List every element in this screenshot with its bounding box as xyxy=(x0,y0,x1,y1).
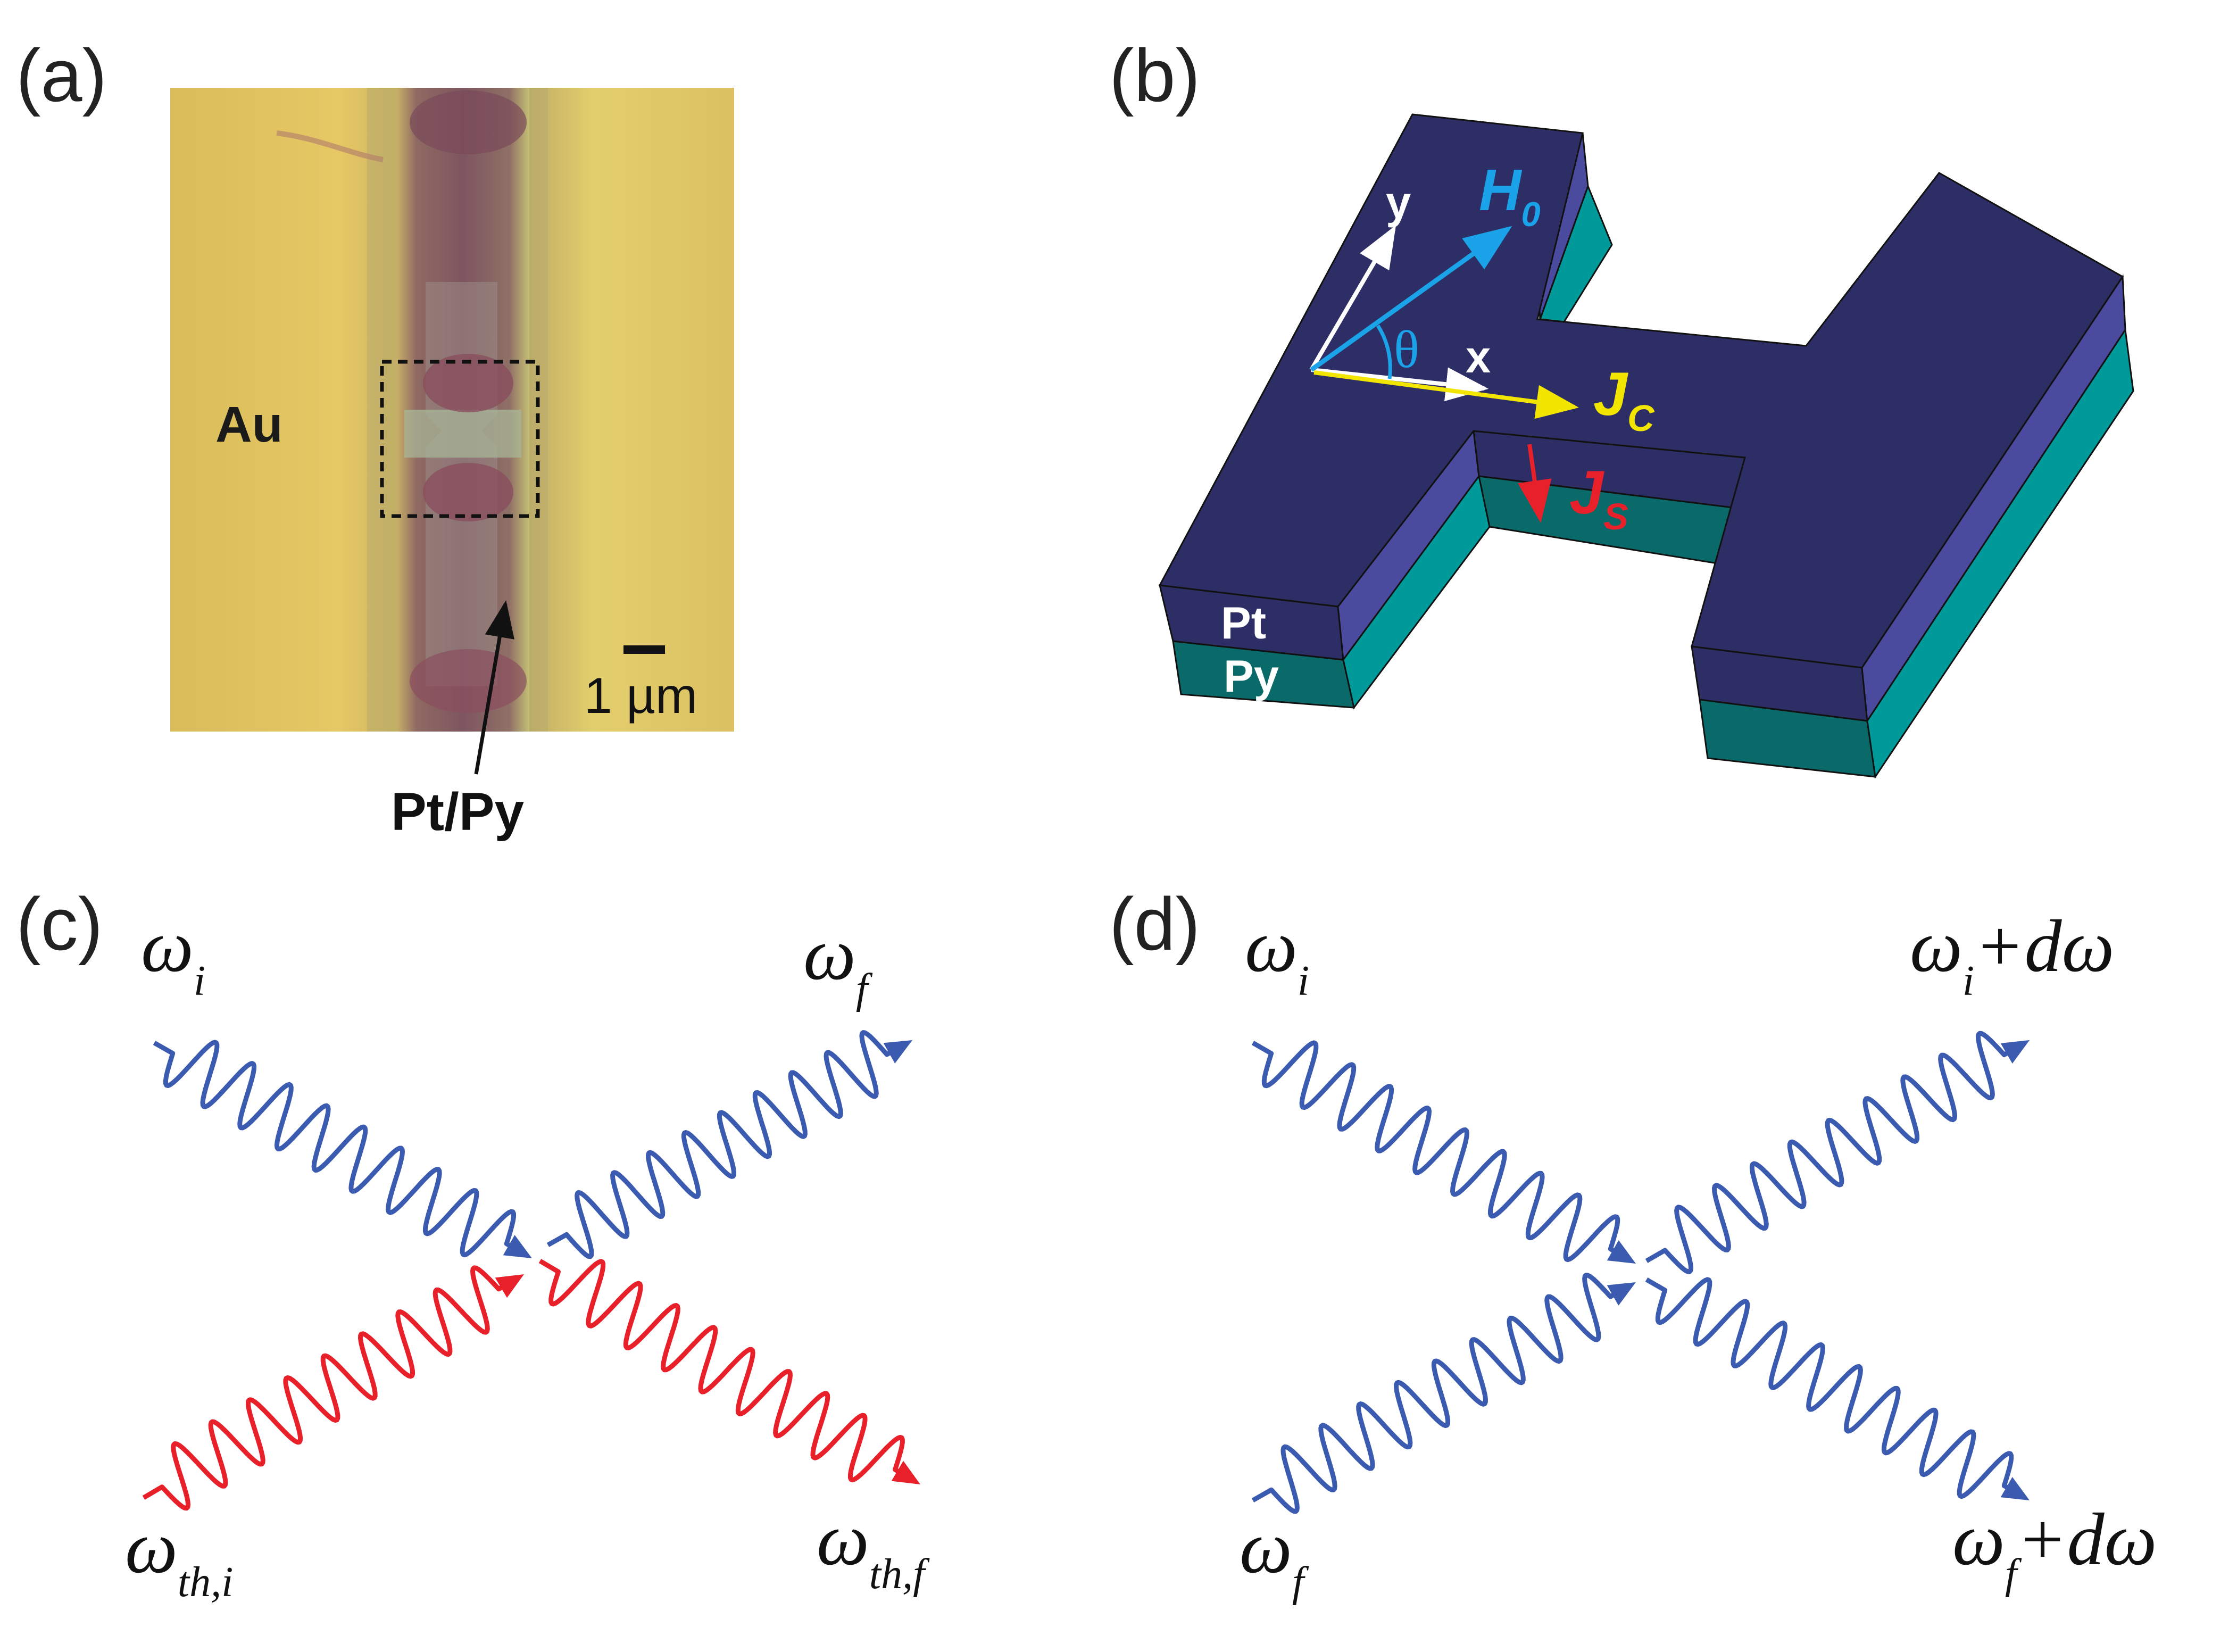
jc-arrow xyxy=(1313,370,1579,419)
d-omega-i-out-main: ω xyxy=(1910,905,1962,987)
d-wave-omega-i-out xyxy=(1645,1031,2013,1274)
c-wave-omega-i-arrowhead xyxy=(503,1235,532,1258)
c-wave-omega-th-f-arrowhead xyxy=(891,1460,920,1484)
c-omega-th-f-sub: th,f xyxy=(869,1551,930,1598)
c-omega-th-i-main: ω xyxy=(125,1506,178,1589)
js-arrow xyxy=(1518,444,1552,523)
panel-a-label: (a) xyxy=(16,34,107,117)
panel-d-label: (d) xyxy=(1109,882,1200,966)
d-omega-f: ωf xyxy=(1240,1506,1309,1606)
panel-b: (b) y x H0 θ JC J xyxy=(1109,34,2134,779)
region-of-interest-box xyxy=(380,360,540,518)
c-omega-f: ωf xyxy=(803,913,873,1012)
scale-bar xyxy=(623,645,665,654)
pt-top-surface xyxy=(1158,113,2124,669)
micrograph-h-bridge xyxy=(404,410,521,458)
c-omega-i: ωi xyxy=(141,905,205,1005)
micrograph-pad-lower xyxy=(410,649,527,713)
scale-bar-label: 1 µm xyxy=(584,668,697,724)
c-omega-th-i: ωth,i xyxy=(125,1506,233,1606)
c-omega-f-sub: f xyxy=(856,966,873,1012)
py-side-right xyxy=(1866,327,2134,779)
x-axis-label: x xyxy=(1466,332,1491,383)
panel-d: (d) ωi ωi+dω ωf ωf+dω xyxy=(1109,882,2157,1606)
c-omega-i-main: ω xyxy=(141,905,194,987)
js-sub: S xyxy=(1603,496,1628,537)
panel-c-label: (c) xyxy=(16,882,103,966)
d-omega-i-out-sub: i xyxy=(1962,958,1974,1005)
d-wave-omega-f xyxy=(1251,1273,1619,1514)
d-omega-i: ωi xyxy=(1245,905,1309,1005)
panel-c-waves xyxy=(142,1030,920,1511)
c-wave-omega-f xyxy=(546,1030,895,1259)
d-wave-omega-f-out-arrowhead xyxy=(2000,1477,2030,1500)
h0-label: H0 xyxy=(1479,157,1541,234)
jc-sub: C xyxy=(1627,397,1655,439)
d-omega-i-out-suffix: +dω xyxy=(1974,905,2114,987)
d-omega-i-main: ω xyxy=(1245,905,1298,987)
panel-a: (a) Au 1 µm Pt/Py xyxy=(16,34,734,842)
c-omega-th-f: ωth,f xyxy=(817,1498,930,1598)
d-omega-i-sub: i xyxy=(1298,958,1309,1005)
h0-sub: 0 xyxy=(1521,195,1540,234)
py-layer-label: Py xyxy=(1224,651,1279,702)
theta-label: θ xyxy=(1394,320,1419,379)
micrograph-pad-bottom xyxy=(423,463,513,521)
micrograph-scratch xyxy=(276,130,384,162)
ptpy-pointer-arrow xyxy=(474,600,514,775)
d-wave-omega-f-out xyxy=(1645,1277,2014,1499)
au-label: Au xyxy=(215,396,283,453)
d-wave-omega-i-arrowhead xyxy=(1607,1240,1636,1264)
y-axis-label: y xyxy=(1386,178,1411,228)
js-label: JS xyxy=(1569,459,1628,537)
d-omega-f-sub: f xyxy=(1292,1559,1309,1606)
h0-arrow xyxy=(1310,226,1512,372)
micrograph-pad-top xyxy=(423,354,513,412)
c-wave-omega-i xyxy=(153,1040,517,1258)
d-wave-omega-i-out-arrowhead xyxy=(2000,1040,2030,1064)
theta-arc xyxy=(1376,325,1392,379)
c-wave-omega-f-arrowhead xyxy=(883,1040,912,1064)
d-omega-f-out-main: ω xyxy=(1952,1498,2005,1581)
js-main: J xyxy=(1569,459,1604,527)
x-axis-arrow xyxy=(1311,367,1488,402)
y-axis-arrow xyxy=(1309,225,1396,371)
jc-label: JC xyxy=(1593,360,1655,439)
c-omega-th-i-sub: th,i xyxy=(178,1559,233,1606)
d-wave-omega-f-arrowhead xyxy=(1607,1282,1636,1306)
jc-main: J xyxy=(1593,360,1628,428)
d-wave-omega-i xyxy=(1251,1040,1620,1263)
c-omega-f-main: ω xyxy=(803,913,856,995)
d-omega-f-main: ω xyxy=(1240,1506,1292,1589)
d-omega-i-out: ωi+dω xyxy=(1910,905,2114,1005)
panel-c: (c) ωi ωf ωth,i ωth,f xyxy=(16,882,930,1606)
c-omega-i-sub: i xyxy=(194,958,205,1005)
d-omega-f-out: ωf+dω xyxy=(1952,1498,2157,1598)
c-wave-omega-th-f xyxy=(538,1259,905,1483)
ptpy-label: Pt/Py xyxy=(391,782,524,842)
panel-b-label: (b) xyxy=(1109,34,1200,117)
d-omega-f-out-suffix: +dω xyxy=(2017,1498,2157,1581)
c-wave-omega-th-i xyxy=(142,1265,507,1511)
micrograph-pad-upper xyxy=(410,90,527,154)
pt-layer-label: Pt xyxy=(1221,598,1266,649)
c-omega-th-f-main: ω xyxy=(817,1498,869,1581)
c-wave-omega-th-i-arrowhead xyxy=(495,1274,524,1298)
h0-main: H xyxy=(1479,157,1523,223)
panel-d-waves xyxy=(1251,1031,2030,1514)
